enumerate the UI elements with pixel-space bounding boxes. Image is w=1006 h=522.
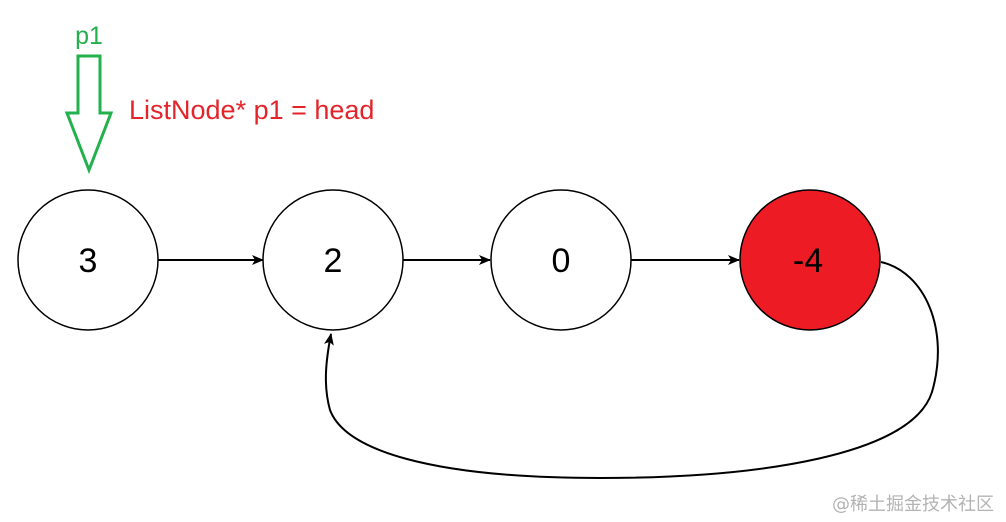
node-value: -4 bbox=[793, 242, 823, 280]
node-2: 2 bbox=[262, 189, 404, 331]
pointer-label: p1 bbox=[75, 22, 103, 50]
node-neg4: -4 bbox=[739, 189, 881, 331]
pointer-arrow-icon bbox=[64, 54, 114, 175]
node-circle-highlighted bbox=[739, 189, 881, 331]
watermark: @稀土掘金技术社区 bbox=[832, 494, 994, 515]
node-3: 3 bbox=[17, 189, 159, 331]
node-circle bbox=[490, 189, 632, 331]
node-0: 0 bbox=[490, 189, 632, 331]
edges bbox=[158, 255, 939, 480]
node-circle bbox=[262, 189, 404, 331]
node-value: 0 bbox=[552, 242, 571, 280]
node-circle bbox=[17, 189, 159, 331]
pointer-p1: p1 bbox=[64, 22, 114, 175]
edge-cycle-neg4-to-2 bbox=[324, 261, 939, 480]
node-value: 2 bbox=[324, 242, 343, 280]
node-value: 3 bbox=[79, 242, 98, 280]
code-annotation: ListNode* p1 = head bbox=[129, 95, 374, 125]
